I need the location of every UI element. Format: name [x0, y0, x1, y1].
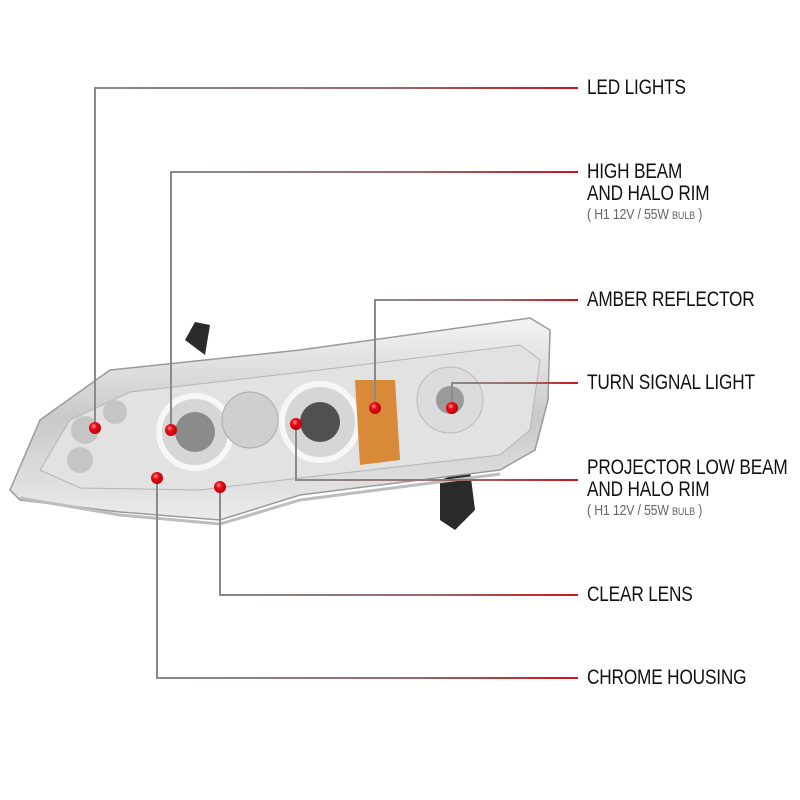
leader-line-chrome-housing [156, 478, 578, 679]
label-title: LED LIGHTS [587, 76, 686, 99]
label-spec: ( H1 12V / 55W BULB ) [587, 206, 703, 223]
spec-value: H1 12V / 55W [594, 502, 669, 519]
label-amber-reflector: AMBER REFLECTOR [587, 289, 755, 311]
label-title-line2: AND HALO RIM [587, 478, 710, 501]
label-turn-signal: TURN SIGNAL LIGHT [587, 372, 755, 394]
spec-value: H1 12V / 55W [594, 206, 669, 223]
marker-projector [290, 418, 302, 430]
label-high-beam: HIGH BEAM AND HALO RIM ( H1 12V / 55W BU… [587, 160, 710, 225]
leader-line-projector [295, 424, 578, 481]
label-title: AMBER REFLECTOR [587, 288, 755, 311]
label-chrome-housing: CHROME HOUSING [587, 666, 747, 689]
label-spec: ( H1 12V / 55W BULB ) [587, 502, 703, 519]
marker-clear-lens [214, 481, 226, 493]
label-led-lights: LED LIGHTS [587, 77, 686, 99]
label-title-line1: HIGH BEAM [587, 160, 683, 183]
leader-line-high-beam [170, 171, 578, 430]
label-title: CHROME HOUSING [587, 666, 747, 689]
label-title-line1: PROJECTOR LOW BEAM [587, 456, 788, 479]
spec-unit: BULB [672, 210, 695, 222]
label-clear-lens: CLEAR LENS [587, 584, 693, 606]
leader-line-turn-signal [451, 382, 578, 408]
label-title-line2: AND HALO RIM [587, 182, 710, 205]
label-title: TURN SIGNAL LIGHT [587, 371, 755, 394]
marker-led-lights [89, 422, 101, 434]
leader-line-clear-lens [219, 487, 578, 596]
leader-line-amber-reflector [374, 299, 578, 408]
marker-amber-reflector [369, 402, 381, 414]
marker-high-beam [165, 424, 177, 436]
spec-unit: BULB [672, 506, 695, 518]
marker-chrome-housing [151, 472, 163, 484]
label-title: CLEAR LENS [587, 583, 693, 606]
leader-line-led-lights [94, 87, 578, 428]
label-projector-low-beam: PROJECTOR LOW BEAM AND HALO RIM ( H1 12V… [587, 457, 788, 521]
marker-turn-signal [446, 402, 458, 414]
